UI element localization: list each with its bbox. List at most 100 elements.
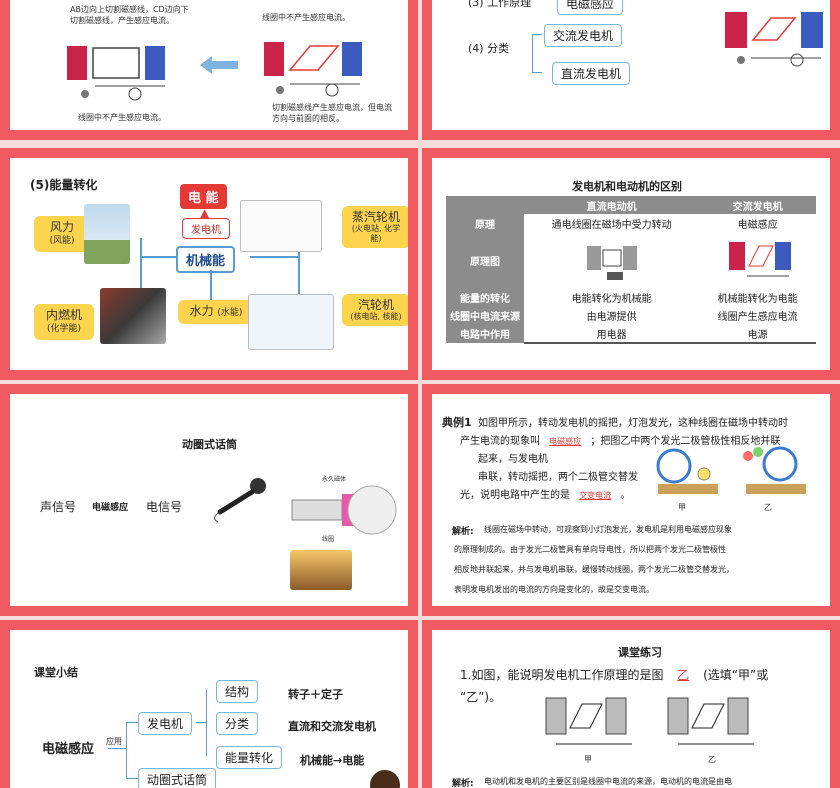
electric-signal: 电信号: [146, 500, 183, 514]
q1a: 1.如图，能说明发电机工作原理的是图: [460, 668, 664, 682]
generator-diagram-cell: [699, 232, 816, 288]
root-link: [108, 748, 126, 749]
summary-title: 课堂小结: [34, 666, 78, 679]
structure-node: 结构: [216, 680, 259, 703]
text-5a: 光，说明电路中产生的是: [460, 490, 570, 501]
text-5b: 。: [620, 490, 631, 501]
figure-yi: [743, 446, 806, 494]
coil-label: 线圈: [322, 536, 335, 543]
slide-dynamic-mic[interactable]: 动圈式话筒 声信号 电磁感应 电信号 永久磁体 线圈: [0, 384, 418, 616]
dc-generator-box: 直流发电机: [552, 62, 631, 85]
slide-generator-principle[interactable]: AB边向上切割磁感线，CD边向下切割磁感线，产生感应电流。 线圈中不产生感应电流…: [0, 0, 418, 140]
text-2a: 产生电流的现象叫: [460, 436, 540, 447]
turbine-sub: (核电站, 核能): [350, 312, 402, 321]
water-label: 水力: [189, 304, 214, 318]
tree-connector-top: [532, 34, 542, 35]
header-empty: [446, 196, 524, 214]
cell: 电磁感应: [737, 219, 778, 231]
ac-generator-diagram: [725, 12, 823, 67]
text-line-3: 起来，与发电机: [478, 454, 548, 465]
no-current-note: 线圈中不产生感应电流。: [262, 13, 350, 22]
classify-value: 直流和交流发电机: [288, 720, 376, 733]
text-line-1: 如图甲所示，转动发电机的摇把，灯泡发光，这种线圈在磁场中转动时: [478, 418, 788, 429]
conn-down: [210, 270, 212, 300]
classify-label: (4) 分类: [468, 42, 510, 55]
no-current-note-2: 线圈中不产生感应电流。: [78, 113, 166, 122]
engine-label: 内燃机: [45, 308, 82, 322]
text-2b: ；把图乙中两个发光二极管极性相反地并联: [590, 436, 781, 447]
engine-photo: [100, 288, 166, 344]
cell: 机械能转化为电能: [717, 293, 798, 305]
ac-generator-box: 交流发电机: [544, 24, 623, 47]
wind-box: 风力 (风能): [34, 216, 90, 252]
slide-energy-conversion[interactable]: (5)能量转化 电 能 ▲ 发电机 机械能 风力 (风能) 蒸汽轮机 (火电站,…: [0, 148, 418, 380]
fig-yi-label: 乙: [764, 503, 772, 512]
conn-right-h: [250, 256, 300, 258]
slide-example[interactable]: 典例1 如图甲所示，转动发电机的摇把，灯泡发光，这种线圈在磁场中转动时 产生电流…: [422, 384, 840, 616]
fig-jia-label: 甲: [584, 755, 592, 764]
cell: 由电源提供: [586, 311, 637, 323]
slide-generator-types[interactable]: (3) 工作原理 电磁感应 (4) 分类 交流发电机 直流发电机: [422, 0, 840, 140]
conn-right-v: [298, 218, 300, 328]
kids-illustration: [290, 550, 352, 590]
electric-energy-tag: 电 能: [180, 184, 227, 209]
principle-value: 电磁感应: [557, 0, 624, 15]
table-title: 发电机和电动机的区别: [572, 180, 682, 193]
branch-v: [126, 722, 127, 778]
fig-yi-label: 乙: [708, 755, 716, 764]
analysis-text: 电动机和发电机的主要区别是线圈中电流的来源，电动机的电流是由电: [484, 777, 732, 786]
analysis-label: 解析:: [452, 527, 474, 537]
water-sub: (水能): [217, 308, 243, 318]
cell: 通电线圈在磁场中受力转动: [551, 219, 672, 231]
analysis-label: 解析:: [452, 779, 474, 788]
fig-jia-label: 甲: [678, 503, 686, 512]
microphone-icon: [214, 478, 266, 523]
analysis-line-4: 表明发电机发出的电流的方向是变化的，故是交变电流。: [454, 585, 654, 594]
magnet-label: 永久磁体: [322, 476, 347, 483]
q1b: (选填“甲”或: [703, 668, 769, 682]
gen-branch-v: [206, 690, 207, 756]
magnet-diagram-right: [264, 42, 362, 97]
mechanical-energy-box: 机械能: [176, 246, 236, 273]
example-label: 典例1: [442, 416, 472, 429]
question-line: 1.如图，能说明发电机工作原理的是图 乙 (选填“甲”或: [460, 666, 768, 683]
text-line-2: 产生电流的现象叫 电磁感应 ；把图乙中两个发光二极管极性相反地并联: [460, 432, 780, 447]
conn-left-v: [140, 238, 142, 324]
tree-connector: [532, 34, 533, 72]
turbine-box: 汽轮机 (核电站, 核能): [342, 294, 408, 326]
cell: 线圈产生感应电流: [717, 311, 798, 323]
slide-comparison-table[interactable]: 发电机和电动机的区别 直流电动机 交流发电机 原理 通电线圈在磁场中受力转动 电…: [422, 148, 840, 380]
generator-node: 发电机: [138, 712, 193, 735]
header-dc-motor: 直流电动机: [524, 196, 700, 214]
power-plant-sketch: [240, 200, 322, 252]
figure-jia: [656, 448, 718, 494]
apply-label: 应用: [106, 737, 122, 746]
steam-turbine-box: 蒸汽轮机 (火电站, 化学能): [342, 206, 408, 248]
answer-blank: 乙: [677, 668, 690, 682]
slide-practice[interactable]: 课堂练习 1.如图，能说明发电机工作原理的是图 乙 (选填“甲”或 “乙”)。 …: [422, 620, 840, 788]
conn-left-h: [140, 256, 176, 258]
mic-cross-section: [291, 485, 397, 535]
header-ac-generator: 交流发电机: [699, 196, 816, 214]
arrow-left-bar: [212, 61, 238, 69]
branch-top: [126, 722, 138, 723]
figure-yi-generator: [667, 697, 754, 745]
root-node: 电磁感应: [42, 742, 95, 757]
gen-branch-link: [196, 722, 206, 723]
analysis-line-3: 相反地并联起来，并与发电机串联，缓慢转动线圈，两个发光二极管交替发光，: [454, 565, 734, 574]
generator-diagram: [728, 241, 791, 276]
cell: 用电器: [524, 324, 700, 344]
mic-node: 动圈式话筒: [138, 768, 217, 788]
steam-sub: (火电站, 化学能): [351, 224, 401, 243]
engine-box: 内燃机 (化学能): [34, 304, 94, 340]
practice-title: 课堂练习: [618, 646, 662, 659]
question-line-2: “乙”)。: [460, 690, 502, 704]
slide-summary[interactable]: 课堂小结 电磁感应 应用 发电机 动圈式话筒 结构 分类 能量转化 转子＋定子 …: [0, 620, 418, 788]
analysis-line-2: 的原理制成的。由于发光二极管具有单向导电性，所以把两个发光二极管极性: [454, 545, 726, 554]
mic-title: 动圈式话筒: [182, 438, 237, 451]
row-label: 电路中作用: [446, 324, 524, 343]
principle-label: (3) 工作原理: [468, 0, 532, 9]
opposite-note: 切割磁感线产生感应电流，但电流方向与前面的相反。: [272, 103, 392, 123]
text-line-5: 光，说明电路中产生的是 交变电流 。: [460, 486, 630, 501]
